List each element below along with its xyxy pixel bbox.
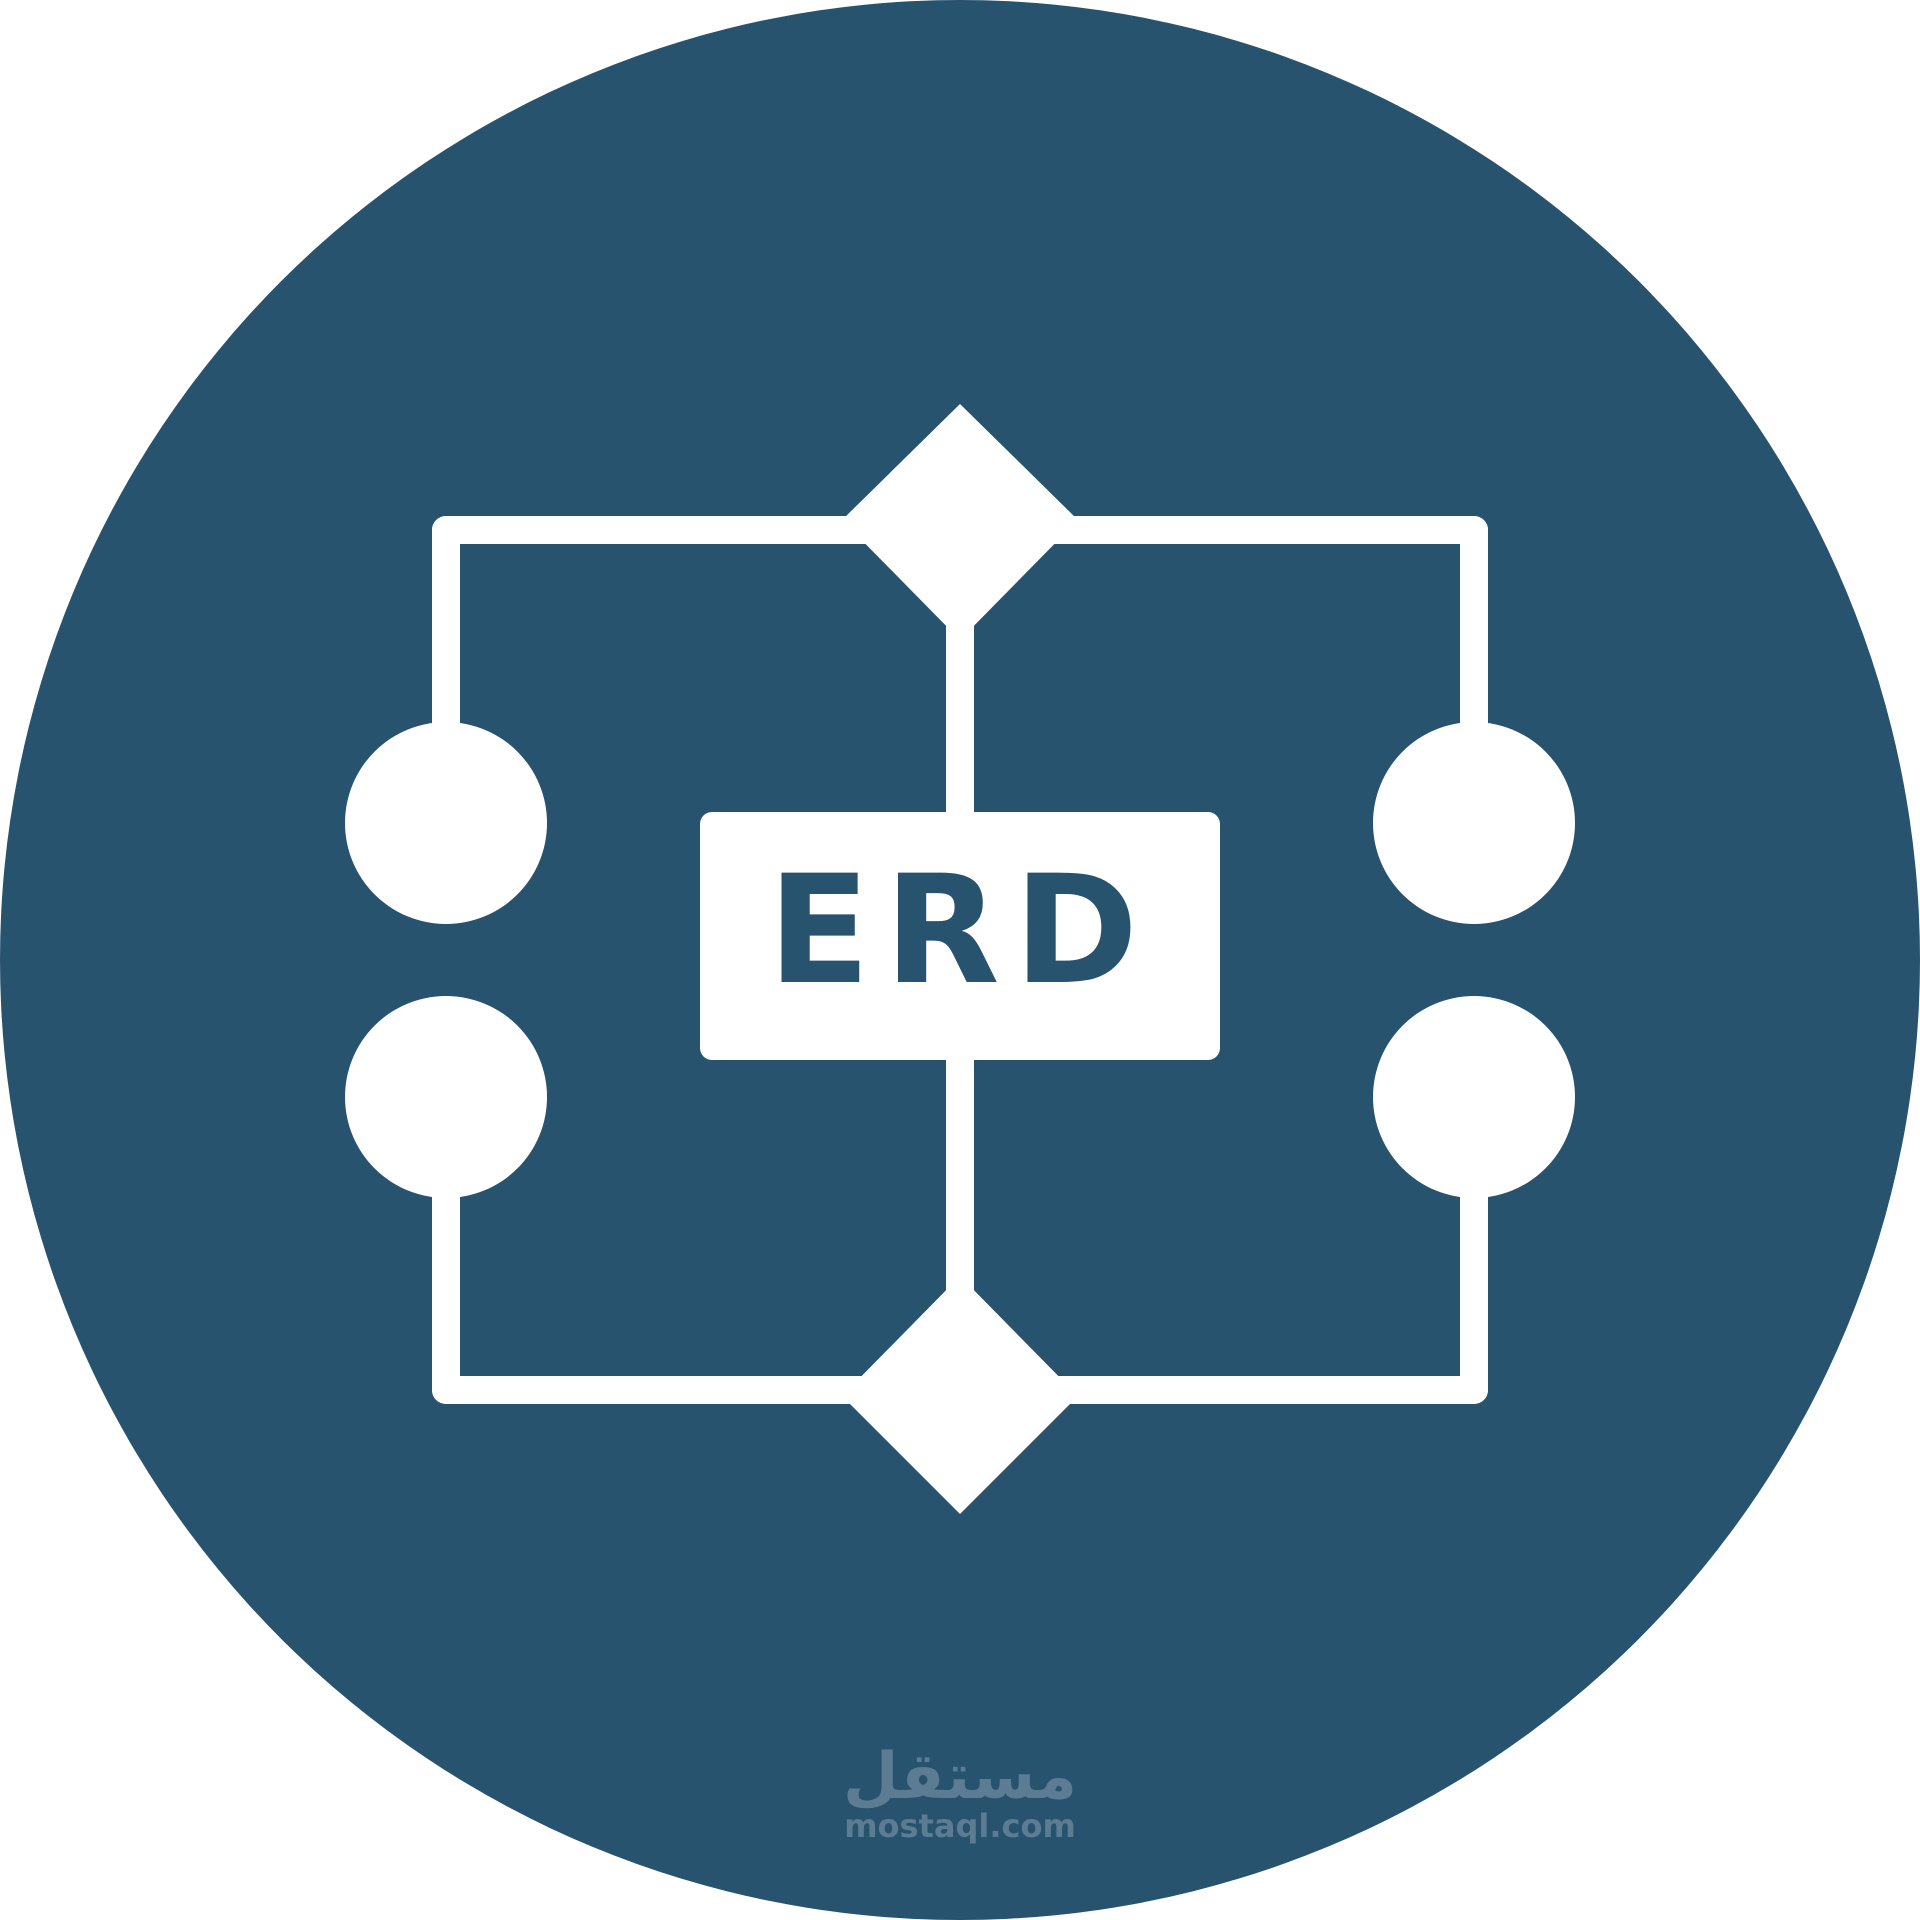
bottom-relationship-diamond: [842, 1276, 1078, 1514]
right-bottom-attribute-circle: [1373, 996, 1575, 1198]
right-top-attribute-circle: [1373, 722, 1575, 924]
watermark-latin: mostaql.com: [844, 1807, 1076, 1845]
left-top-attribute-circle: [345, 722, 547, 924]
entity-rectangle: [700, 812, 1220, 1060]
erd-label: ERD: [767, 844, 1153, 1018]
watermark-arabic: مستقل: [842, 1740, 1078, 1814]
left-bottom-attribute-circle: [345, 996, 547, 1198]
top-relationship-diamond: [842, 404, 1078, 640]
watermark: مستقل mostaql.com: [810, 1745, 1110, 1844]
